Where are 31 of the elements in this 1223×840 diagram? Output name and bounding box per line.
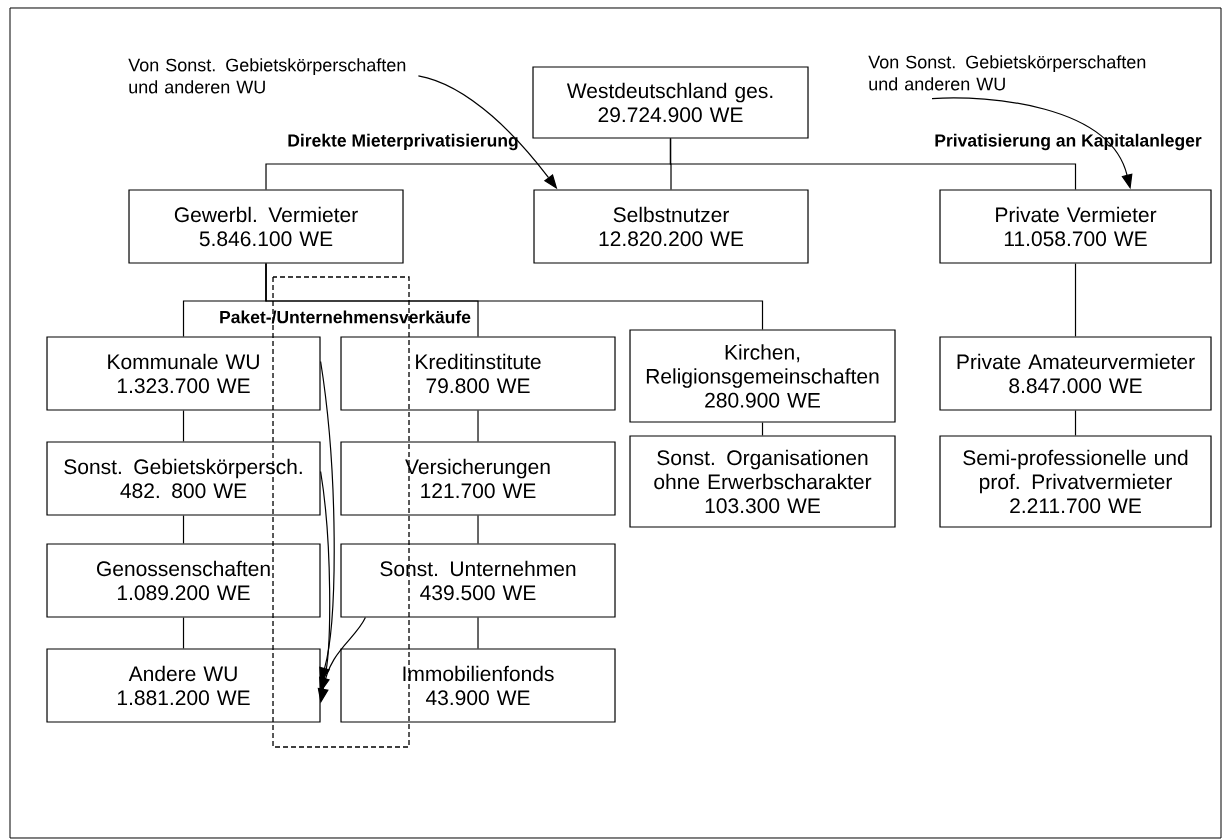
connector-line <box>477 515 479 544</box>
connector-line <box>182 617 185 649</box>
connector-line <box>182 410 185 442</box>
note-text: Von Sonst. Gebietskörperschaften und anderen WU <box>128 58 406 94</box>
org-box: Kreditinstitute 79.800 WE <box>340 336 616 411</box>
org-box: Gewerbl. Vermieter 5.846.100 WE <box>128 189 404 264</box>
note-text: Von Sonst. Gebietskörperschaften und anderen WU <box>868 55 1146 91</box>
org-box: Sonst. Unternehmen 439.500 WE <box>340 543 616 618</box>
org-box: Immobilienfonds 43.900 WE <box>340 648 616 723</box>
connector-line <box>1074 263 1077 337</box>
org-box: Versicherungen 121.700 WE <box>340 441 616 516</box>
section-label: Direkte Mieterprivatisierung <box>288 133 518 151</box>
section-label: Paket-/Unternehmensverkäufe <box>220 310 471 324</box>
org-box: Genossenschaften 1.089.200 WE <box>46 543 321 618</box>
org-box: Kirchen, Religionsgemeinschaften 280.900 WE <box>629 329 896 423</box>
org-box: Kommunale WU 1.323.700 WE <box>46 336 321 411</box>
org-box: Andere WU 1.881.200 WE <box>46 648 321 723</box>
connector-line <box>761 422 764 436</box>
connector-line <box>669 138 1077 190</box>
connector-line <box>477 410 479 442</box>
org-box: Semi-professionelle und prof. Privatvermieter 2.211.700 WE <box>939 435 1212 528</box>
org-box: Sonst. Gebietskörpersch. 482. 800 WE <box>46 441 321 516</box>
connector-line <box>265 263 764 330</box>
org-box: Selbstnutzer 12.820.200 WE <box>533 189 809 264</box>
org-box: Private Amateurvermieter 8.847.000 WE <box>939 336 1212 411</box>
org-box: Westdeutschland ges. 29.724.900 WE <box>532 66 809 139</box>
connector-line <box>477 617 479 649</box>
org-box: Private Vermieter 11.058.700 WE <box>939 189 1212 264</box>
connector-line <box>182 515 185 544</box>
connector-line <box>1074 410 1077 436</box>
org-box: Sonst. Organisationen ohne Erwerbscharakter 103.300 WE <box>629 435 896 528</box>
